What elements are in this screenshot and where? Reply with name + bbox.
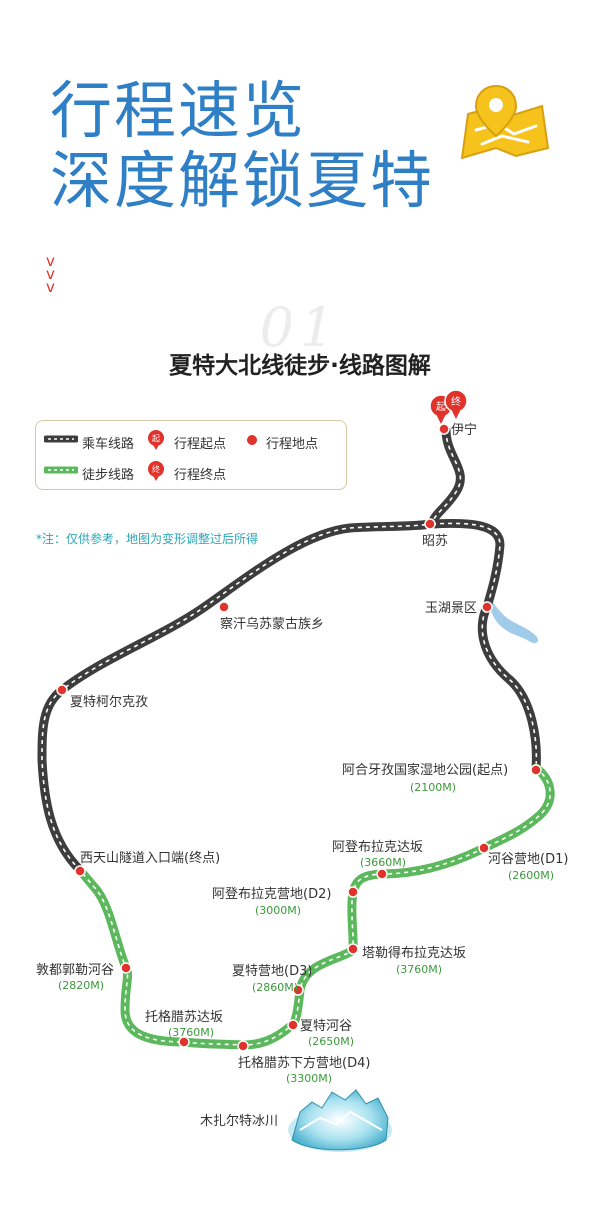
drive-route-swatch xyxy=(44,435,78,443)
waypoint-tuogela-camp xyxy=(237,1040,249,1052)
legend-hike-label: 徒步线路 xyxy=(82,468,135,483)
hike-route xyxy=(75,763,555,1050)
elev-aheyazi: (2100M) xyxy=(410,781,456,794)
chevron-down-icon: v xyxy=(46,252,55,270)
waypoint-zhaosu xyxy=(424,518,436,530)
start-badge: 起 xyxy=(436,401,446,413)
headline-line-1: 行程速览 xyxy=(50,74,307,147)
elev-tuogela-pass: (3760M) xyxy=(168,1026,214,1039)
label-xiate-kerkez: 夏特柯尔克孜 xyxy=(70,695,148,710)
label-adengbu-camp: 阿登布拉克营地(D2) xyxy=(212,887,331,902)
map-note: *注：仅供参考，地图为变形调整过后所得 xyxy=(36,532,259,546)
label-chahan: 察汗乌苏蒙古族乡 xyxy=(220,616,324,632)
glacier-illustration xyxy=(288,1089,392,1152)
legend-end-label: 行程终点 xyxy=(174,468,227,483)
end-marker-pin: 终 xyxy=(444,389,468,419)
label-xitianshan: 西天山隧道入口端(终点) xyxy=(80,850,220,866)
legend-waypoint-label: 行程地点 xyxy=(266,437,319,452)
elev-adengbu-camp: (3000M) xyxy=(255,904,301,917)
map-pin-icon xyxy=(460,84,550,160)
waypoint-xitianshan xyxy=(74,865,86,877)
waypoint-dot-icon xyxy=(247,435,257,445)
chevron-down-icon: v xyxy=(46,278,55,296)
legend-drive-label: 乘车线路 xyxy=(82,437,135,452)
elev-tuogela-camp: (3300M) xyxy=(286,1072,332,1085)
start-pin-icon: 起 xyxy=(148,430,164,450)
waypoint-tuogela-pass xyxy=(178,1036,190,1048)
label-adengbu-pass: 阿登布拉克达坂 xyxy=(332,840,423,855)
label-aheyazi: 阿合牙孜国家湿地公园(起点) xyxy=(342,762,508,778)
label-tuogela-camp: 托格腊苏下方营地(D4) xyxy=(238,1055,370,1071)
legend-start-badge: 起 xyxy=(152,434,160,443)
waypoint-taledebu xyxy=(347,943,359,955)
section-number: 01 xyxy=(259,296,341,359)
waypoint-yuhu xyxy=(481,601,493,613)
end-badge: 终 xyxy=(451,395,461,408)
waypoint-yining xyxy=(438,423,450,435)
label-muzart: 木扎尔特冰川 xyxy=(200,1114,278,1129)
drive-route xyxy=(37,425,541,875)
elev-taledebu: (3760M) xyxy=(396,963,442,976)
elev-dundu: (2820M) xyxy=(58,979,104,992)
waypoint-hegu xyxy=(478,842,490,854)
map-title: 夏特大北线徒步·线路图解 xyxy=(169,353,431,379)
label-xiate-camp: 夏特营地(D3) xyxy=(232,964,312,979)
waypoint-xiate-river xyxy=(287,1019,299,1031)
hike-route-swatch xyxy=(44,466,78,474)
elev-hegu: (2600M) xyxy=(508,869,554,882)
label-hegu: 河谷营地(D1) xyxy=(488,852,568,867)
label-zhaosu: 昭苏 xyxy=(422,533,448,549)
label-tuogela-pass: 托格腊苏达坂 xyxy=(145,1009,223,1025)
label-yining: 伊宁 xyxy=(451,422,477,438)
label-taledebu: 塔勒得布拉克达坂 xyxy=(362,945,466,961)
waypoint-adengbu-pass xyxy=(376,868,388,880)
label-yuhu: 玉湖景区 xyxy=(425,601,477,616)
waypoint-dundu xyxy=(120,962,132,974)
waypoint-chahan xyxy=(218,601,230,613)
waypoint-xiate-camp xyxy=(292,984,304,996)
end-pin-icon: 终 xyxy=(148,461,164,481)
waypoints xyxy=(56,423,542,1052)
waypoint-aheyazi xyxy=(530,764,542,776)
lake-shape xyxy=(488,598,539,644)
label-xiate-river: 夏特河谷 xyxy=(300,1019,352,1034)
elev-adengbu-pass: (3660M) xyxy=(360,856,406,869)
chevron-down-icon: v xyxy=(46,265,55,283)
legend-end-badge: 终 xyxy=(152,464,160,474)
label-dundu: 敦都郭勒河谷 xyxy=(36,962,114,978)
headline-line-2: 深度解锁夏特 xyxy=(50,144,435,217)
elev-xiate-camp: (2860M) xyxy=(252,981,298,994)
waypoint-xiate-kerkez xyxy=(56,684,68,696)
elev-xiate-river: (2650M) xyxy=(308,1035,354,1048)
legend-box: 乘车线路 徒步线路 起 行程起点 终 行程终点 行程地点 xyxy=(35,420,347,490)
waypoint-adengbu-camp xyxy=(347,886,359,898)
legend-start-label: 行程起点 xyxy=(174,437,227,452)
